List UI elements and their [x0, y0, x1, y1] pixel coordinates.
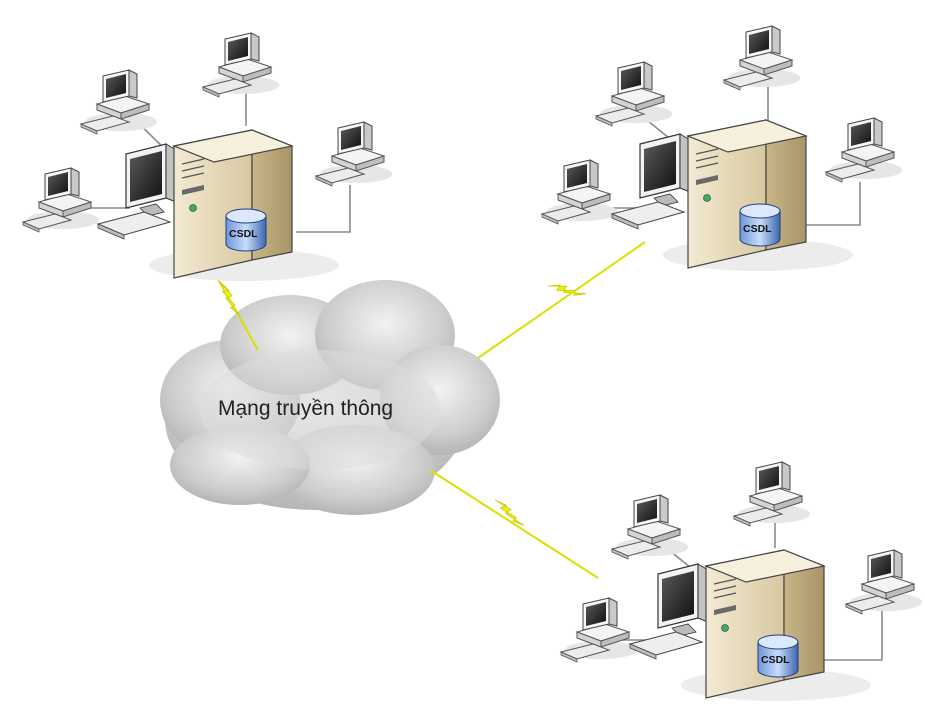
server-icon: [629, 549, 872, 702]
link-top-left: [213, 271, 259, 351]
site-top-right: CSDL: [541, 25, 903, 272]
database-label: CSDL: [761, 654, 790, 666]
lightning-link-icon: [494, 495, 525, 530]
lightning-link-icon: [547, 270, 587, 310]
server-icon: [97, 129, 340, 282]
workstation-icon: [825, 117, 903, 183]
database-label: CSDL: [229, 228, 258, 240]
workstation-icon: [723, 25, 801, 91]
database-label: CSDL: [743, 223, 772, 235]
site-bottom-right: CSDL: [560, 461, 923, 702]
workstation-icon: [845, 549, 923, 615]
site-top-left: CSDL: [22, 32, 393, 282]
workstation-icon: [733, 461, 811, 527]
cloud-label: Mạng truyền thông: [218, 397, 393, 420]
workstation-icon: [560, 597, 638, 663]
workstation-icon: [595, 61, 673, 127]
database-icon: CSDL: [739, 203, 781, 247]
workstation-icon: [611, 494, 689, 560]
server-icon: [611, 119, 854, 272]
link-top-right: [477, 241, 646, 359]
database-icon: CSDL: [225, 208, 267, 252]
link-bottom: [429, 469, 599, 579]
workstation-icon: [22, 167, 100, 233]
workstation-icon: [541, 159, 619, 225]
workstation-icon: [315, 121, 393, 187]
network-cloud-icon: Mạng truyền thông: [160, 280, 500, 515]
database-icon: CSDL: [757, 634, 799, 678]
workstation-icon: [80, 69, 158, 135]
workstation-icon: [202, 32, 280, 98]
